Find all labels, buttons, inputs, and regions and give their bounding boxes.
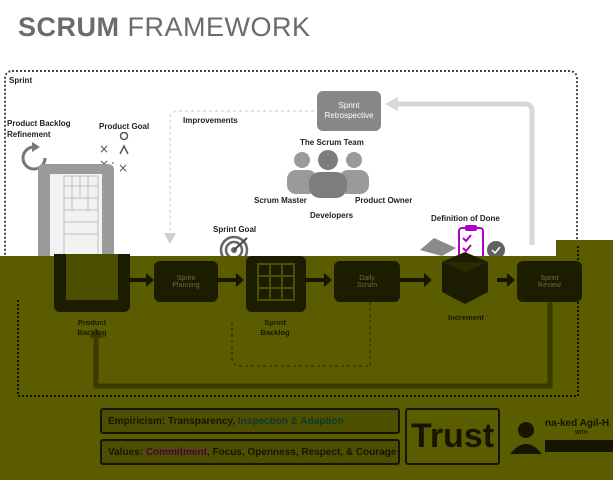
empiricism-highlight: Inspection & Adaption <box>237 415 344 427</box>
sprint-planning-box: Sprint Planning <box>154 261 218 302</box>
product-backlog-refinement-label: Product Backlog Refinement <box>7 119 71 139</box>
product-owner-label: Product Owner <box>355 196 413 205</box>
product-backlog-board-base <box>54 254 130 312</box>
title-bold: SCRUM <box>18 12 120 42</box>
trust-box: Trust <box>405 408 500 465</box>
title-light: FRAMEWORK <box>127 12 311 42</box>
product-backlog-label: Product Backlog <box>77 318 107 337</box>
product-goal-label: Product Goal <box>99 122 150 131</box>
values-bar: Values: Commitment , Focus, Openness, Re… <box>100 439 400 465</box>
increment-cube-top <box>420 238 456 256</box>
values-label: Values: <box>108 446 144 458</box>
increment-cube <box>442 252 488 304</box>
scrum-master-label: Scrum Master <box>254 196 307 205</box>
daily-scrum-box: Daily Scrum <box>334 261 400 302</box>
scrum-team-label: The Scrum Team <box>300 138 364 147</box>
scrum-team-people-icon <box>287 150 369 198</box>
page-title: SCRUM FRAMEWORK <box>18 12 311 43</box>
empiricism-text: Transparency, <box>168 415 236 427</box>
target-icon <box>219 235 249 258</box>
sprint-retrospective-box: Sprint Retrospective <box>317 91 381 131</box>
increment-label: Increment <box>448 313 484 322</box>
product-backlog-board <box>38 164 114 256</box>
improvements-label: Improvements <box>183 116 238 125</box>
dimmed-overlay-corner <box>556 240 613 260</box>
avatar <box>510 422 542 454</box>
svg-text:×: × <box>118 161 128 175</box>
sprint-label: Sprint <box>9 76 33 85</box>
sprint-review-box: Sprint Review <box>517 261 582 302</box>
svg-text:×: × <box>99 142 109 156</box>
values-highlight: Commitment <box>145 446 207 458</box>
definition-of-done-label: Definition of Done <box>431 214 500 223</box>
sprint-goal-label: Sprint Goal <box>213 225 257 234</box>
sprint-backlog-board <box>246 256 306 312</box>
sprint-backlog-label: Sprint Backlog <box>260 318 290 337</box>
empiricism-label: Empiricism: <box>108 415 166 427</box>
developers-label: Developers <box>310 211 354 220</box>
brand-strip <box>545 440 613 452</box>
values-text: , Focus, Openness, Respect, & Courage <box>206 446 397 458</box>
brand-name: na-ked Agil-H <box>545 418 610 429</box>
empiricism-bar: Empiricism: Transparency, Inspection & A… <box>100 408 400 434</box>
brand-sub: WITH <box>575 430 588 436</box>
